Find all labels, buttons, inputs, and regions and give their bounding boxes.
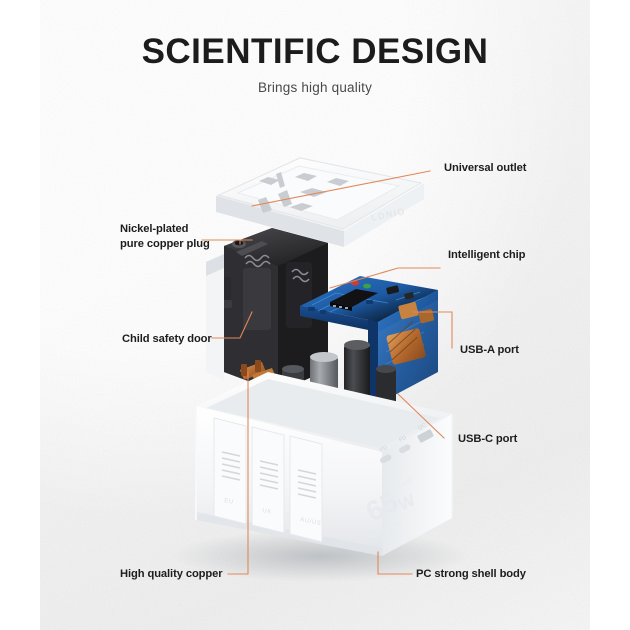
callout-nickel-plated-plug-line2: pure copper plug bbox=[120, 237, 210, 250]
callout-universal-outlet: Universal outlet bbox=[444, 161, 526, 176]
callout-child-safety-door: Child safety door bbox=[122, 332, 212, 347]
leader-high-quality-copper bbox=[227, 371, 249, 575]
output-ports: PD PD QC bbox=[379, 423, 434, 464]
svg-text:QC: QC bbox=[417, 423, 427, 432]
smd-components bbox=[308, 300, 373, 314]
callout-usb-c-port-label: USB-C port bbox=[458, 433, 518, 445]
leader-lines bbox=[201, 170, 453, 575]
leader-usb-a-port bbox=[413, 311, 453, 349]
page-subtitle: Brings high quality bbox=[257, 79, 373, 95]
leader-usb-c-port bbox=[397, 393, 445, 439]
led-green bbox=[363, 283, 371, 289]
svg-text:PD: PD bbox=[398, 435, 408, 444]
heading-block: SCIENTIFIC DESIGN Brings high quality bbox=[0, 32, 630, 95]
callout-usb-a-port: USB-A port bbox=[460, 343, 519, 358]
right-margin bbox=[590, 0, 630, 630]
svg-text:UK: UK bbox=[262, 508, 273, 516]
pc-shell-body: EU UK AU/US PD PD QC 65 W GaN bbox=[195, 372, 453, 556]
spring-coils bbox=[244, 254, 310, 283]
callout-intelligent-chip: Intelligent chip bbox=[448, 248, 525, 263]
page-title: SCIENTIFIC DESIGN bbox=[141, 32, 489, 71]
callout-intelligent-chip-label: Intelligent chip bbox=[448, 249, 526, 261]
leader-intelligent-chip bbox=[329, 267, 441, 289]
svg-text:EU: EU bbox=[224, 498, 235, 506]
callout-high-quality-copper: High quality copper bbox=[120, 567, 223, 582]
callout-child-safety-door-label: Child safety door bbox=[122, 333, 212, 345]
callout-high-quality-copper-label: High quality copper bbox=[120, 568, 223, 580]
leader-universal-outlet bbox=[251, 170, 431, 207]
callout-universal-outlet-label: Universal outlet bbox=[444, 162, 527, 174]
child-safety-door-panel bbox=[206, 254, 224, 380]
copper-transformer bbox=[386, 320, 426, 365]
callout-nickel-plated-plug: Nickel-plated pure copper plug bbox=[120, 222, 210, 252]
callout-usb-c-port: USB-C port bbox=[458, 432, 517, 447]
chip-pins bbox=[333, 305, 348, 309]
universal-outlet-plate: LDNIO bbox=[216, 157, 424, 247]
callout-pc-shell-body-label: PC strong shell body bbox=[416, 568, 526, 580]
socket-slots bbox=[258, 172, 349, 213]
svg-text:AU/US: AU/US bbox=[300, 517, 322, 527]
leader-pc-shell-body bbox=[377, 551, 413, 575]
leader-child-safety-door bbox=[211, 311, 253, 339]
svg-text:PD: PD bbox=[379, 445, 389, 454]
callout-usb-a-port-label: USB-A port bbox=[460, 344, 519, 356]
callout-pc-strong-shell-body: PC strong shell body bbox=[416, 567, 526, 582]
callout-nickel-plated-plug-line1: Nickel-plated bbox=[120, 223, 189, 235]
left-margin bbox=[0, 0, 40, 630]
intelligent-chip-ic bbox=[330, 289, 378, 307]
plug-sliders: EU UK AU/US bbox=[213, 417, 323, 543]
